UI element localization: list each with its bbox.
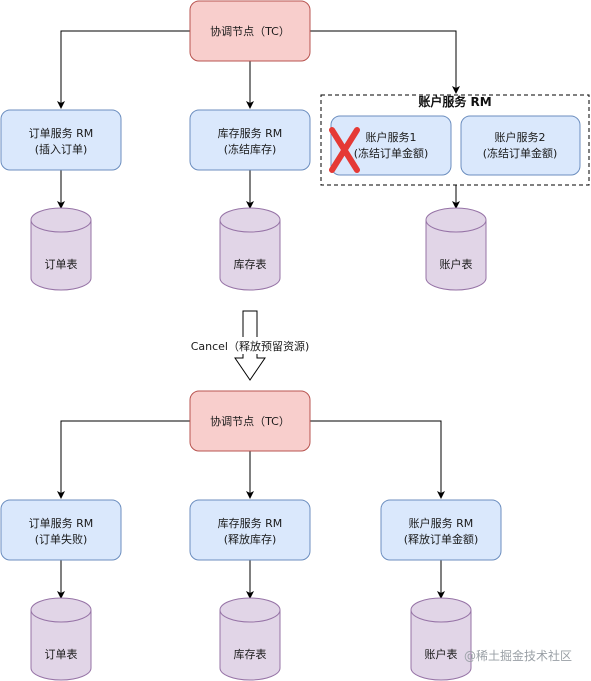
edge-tc-to-order-bottom (57, 420, 190, 499)
account-group-label: 账户服务 RM (418, 94, 491, 109)
order-rm-title: 订单服务 RM (29, 127, 94, 140)
watermark: @稀土掘金技术社区 (464, 648, 572, 663)
db-order-label: 订单表 (45, 647, 78, 661)
db-stock-bottom: 库存表 (219, 597, 281, 681)
db-account-label: 账户表 (425, 647, 458, 661)
account1-action: (冻结订单金额) (354, 146, 429, 160)
top-connectors (57, 30, 460, 209)
account-rm-action: (释放订单金额) (404, 532, 479, 546)
db-order-top: 订单表 (30, 207, 92, 291)
account2-node: 账户服务2 (冻结订单金额) (460, 115, 581, 176)
stock-rm-node-bottom: 库存服务 RM (释放库存) (189, 499, 311, 561)
stock-rm-node-top: 库存服务 RM (冻结库存) (189, 109, 311, 171)
bottom-connectors (57, 420, 445, 599)
cross-mark-icon (329, 127, 360, 173)
db-account-bottom: 账户表 (410, 597, 472, 681)
stock-rm-title: 库存服务 RM (218, 516, 283, 530)
account-rm-node-bottom: 账户服务 RM (释放订单金额) (380, 499, 502, 561)
stock-rm-action: (释放库存) (224, 532, 277, 546)
db-account-top: 账户表 (425, 207, 487, 291)
account-rm-title: 账户服务 RM (409, 516, 474, 530)
stock-rm-action: (冻结库存) (224, 142, 277, 156)
db-stock-top: 库存表 (219, 207, 281, 291)
tc-label: 协调节点（TC） (210, 414, 290, 428)
db-account-label: 账户表 (440, 257, 473, 271)
order-rm-node-top: 订单服务 RM (插入订单) (0, 109, 122, 171)
account2-title: 账户服务2 (495, 130, 546, 144)
order-rm-node-bottom: 订单服务 RM (订单失败) (0, 499, 122, 561)
transition-label-bg (183, 337, 317, 354)
db-order-label: 订单表 (45, 257, 78, 271)
db-order-bottom: 订单表 (30, 597, 92, 681)
account2-action: (冻结订单金额) (483, 146, 558, 160)
edge-tc-to-account-bottom (310, 420, 445, 499)
order-rm-action: (订单失败) (35, 532, 88, 546)
order-rm-action: (插入订单) (35, 142, 88, 156)
db-stock-label: 库存表 (234, 647, 267, 661)
edge-tc-to-order (57, 30, 190, 109)
tc-node-bottom: 协调节点（TC） (189, 390, 311, 452)
db-stock-label: 库存表 (234, 257, 267, 271)
account1-title: 账户服务1 (366, 130, 417, 144)
account-rm-group: 账户服务 RM 账户服务1 (冻结订单金额) 账户服务2 (冻结订单金额) (320, 94, 590, 186)
stock-rm-title: 库存服务 RM (218, 126, 283, 140)
transition-label: Cancel（释放预留资源) (191, 339, 310, 353)
tc-node-top: 协调节点（TC） (189, 0, 311, 62)
edge-tc-to-account-group (310, 30, 460, 94)
account1-node: 账户服务1 (冻结订单金额) (330, 115, 452, 176)
order-rm-title: 订单服务 RM (29, 517, 94, 530)
tc-label: 协调节点（TC） (210, 24, 290, 38)
